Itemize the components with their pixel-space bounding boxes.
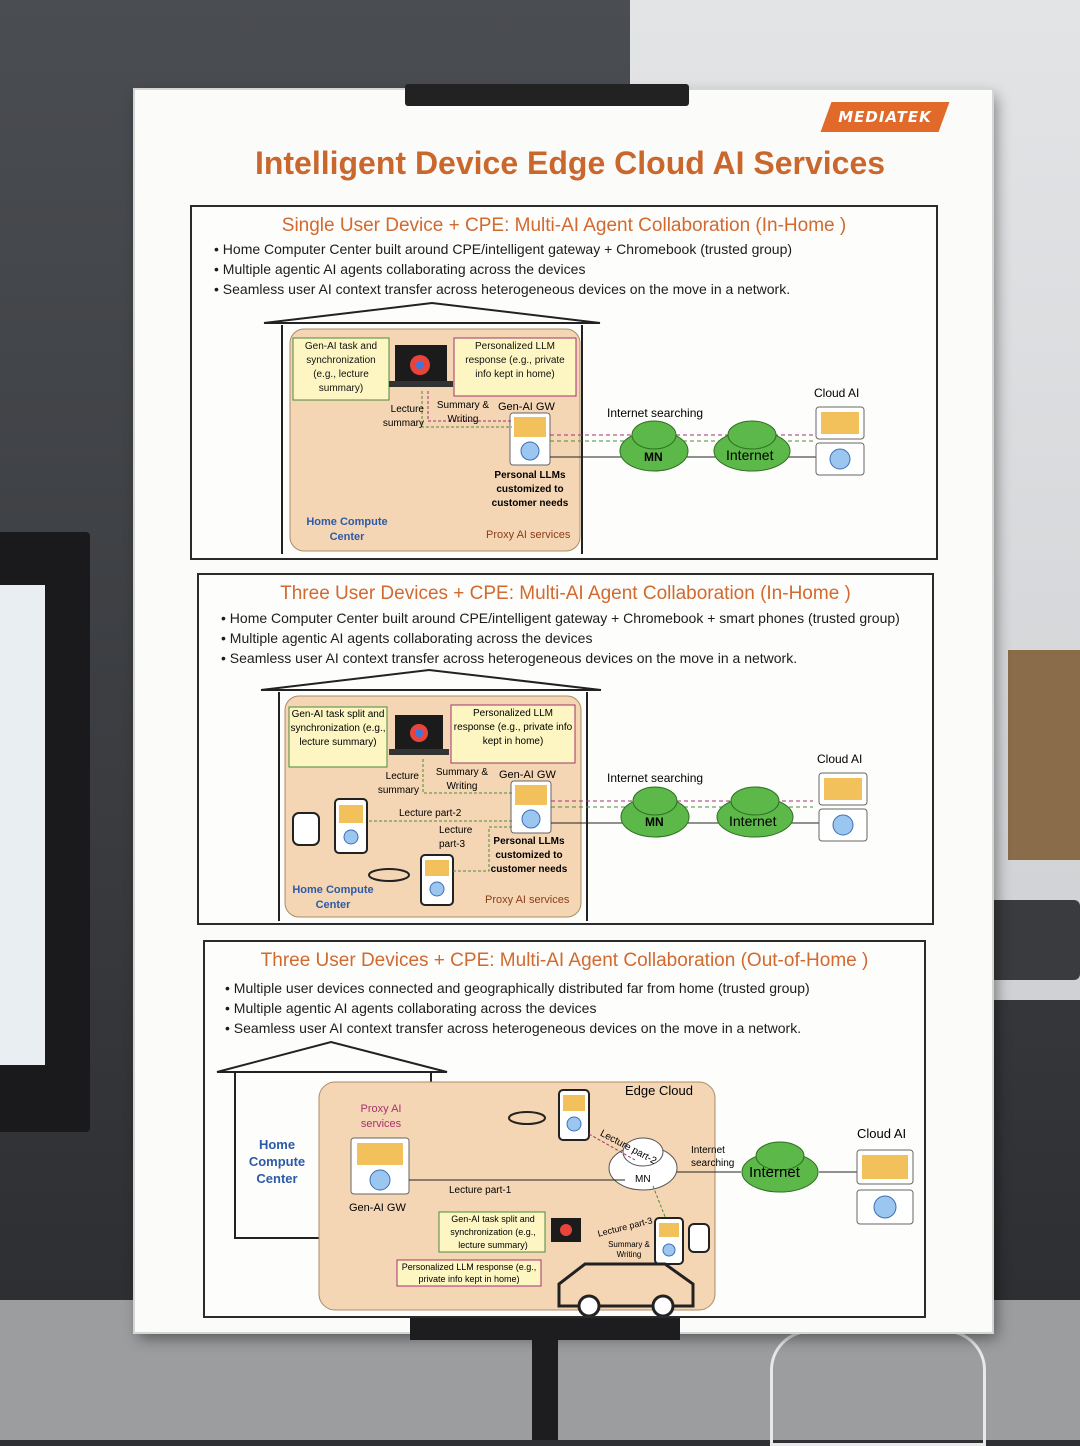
internet-searching-label: Internet searching	[607, 406, 704, 420]
panel-diagram: Gen-AI task split and synchronization (e…	[260, 668, 868, 921]
panel-bullets: Multiple user devices connected and geog…	[225, 978, 810, 1038]
bullet: Home Computer Center built around CPE/in…	[221, 608, 900, 628]
side-monitor-screen	[0, 585, 45, 1065]
panel-title: Three User Devices + CPE: Multi-AI Agent…	[260, 950, 869, 971]
panel-bullets: Home Computer Center built around CPE/in…	[214, 239, 792, 299]
lecture-part2-label: Lecture part-2	[399, 808, 462, 819]
llm-note	[450, 704, 576, 764]
mn-label: MN	[635, 1174, 651, 1185]
easel-top-clip	[405, 84, 689, 106]
flow-arrow	[588, 1133, 636, 1161]
cardboard-boxes	[1008, 650, 1080, 860]
gw-label: Gen-AI GW	[498, 401, 555, 413]
smartwatch-icon	[688, 1223, 710, 1253]
internet-label: Internet	[729, 813, 777, 829]
bullet: Multiple agentic AI agents collaborating…	[221, 628, 900, 648]
flow-arrow	[453, 826, 513, 872]
personal-llms-label: Personal LLMs customized to customer nee…	[491, 470, 569, 509]
logo-text: MEDIATEK	[838, 108, 932, 126]
house-roof	[263, 301, 601, 324]
cloud-ai-label: Cloud AI	[814, 386, 860, 400]
task-note	[438, 1211, 546, 1253]
cloud-ai-label: Cloud AI	[817, 752, 863, 766]
summary-writing-label: Summary & Writing	[436, 400, 490, 425]
summary-writing-label: Summary & Writing	[435, 767, 489, 792]
bullet: Home Computer Center built around CPE/in…	[214, 239, 792, 259]
lecture-part1-label: Lecture part-1	[449, 1185, 512, 1196]
panel-three-devices-in-home: Three User Devices + CPE: Multi-AI Agent…	[197, 573, 934, 925]
house-roof	[216, 1040, 448, 1073]
edge-cloud-box	[318, 1081, 716, 1311]
llm-note-text: Personalized LLM response (e.g., private…	[401, 1262, 537, 1284]
proxy-label: Proxy AI services	[486, 529, 571, 541]
smartwatch-icon	[292, 812, 320, 846]
house-roof	[260, 668, 602, 691]
smart-glasses-icon	[508, 1111, 546, 1125]
internet-label: Internet	[749, 1164, 800, 1181]
llm-note	[453, 337, 577, 397]
personal-llms-label: Personal LLMs customized to customer nee…	[490, 836, 568, 875]
lecture-summary-label: Lecture summary	[382, 404, 424, 429]
proxy-label: Proxy AI services	[360, 1103, 402, 1130]
chair	[770, 1330, 986, 1446]
internet-searching-label: Internet searching	[691, 1145, 735, 1169]
task-note-text: Gen-AI task split and synchronization (e…	[290, 709, 386, 748]
easel-leg	[532, 1340, 558, 1440]
lecture-summary-label: Lecture summary	[377, 771, 419, 796]
internet-searching-label: Internet searching	[607, 771, 704, 785]
chrome-icon	[560, 1224, 572, 1236]
panel-diagram: Gen-AI task split and synchronization (e…	[216, 1040, 914, 1316]
bullet: Multiple agentic AI agents collaborating…	[214, 259, 792, 279]
cloud-ai-label: Cloud AI	[857, 1126, 907, 1141]
mn-label: MN	[644, 450, 663, 464]
summary-writing-label: Summary & Writing	[608, 1240, 650, 1259]
poster-title: Intelligent Device Edge Cloud AI Service…	[254, 145, 886, 181]
home-center-label: Home Compute Center	[306, 516, 388, 543]
lecture-part3-label: Lecture part-3	[439, 825, 473, 850]
llm-note	[396, 1259, 542, 1287]
panel-diagram: Gen-AI task and synchronization (e.g., l…	[263, 301, 865, 554]
task-note-text: Gen-AI task and synchronization (e.g., l…	[304, 341, 378, 394]
proxy-label: Proxy AI services	[485, 894, 570, 906]
panel-bullets: Home Computer Center built around CPE/in…	[221, 608, 900, 668]
bullet: Seamless user AI context transfer across…	[214, 279, 792, 299]
gw-label: Gen-AI GW	[349, 1202, 406, 1214]
bullet: Multiple agentic AI agents collaborating…	[225, 998, 810, 1018]
flow-arrow	[421, 391, 512, 428]
task-note	[292, 337, 390, 401]
internet-label: Internet	[726, 447, 774, 463]
panel-title: Single User Device + CPE: Multi-AI Agent…	[281, 215, 847, 236]
llm-note-text: Personalized LLM response (e.g., private…	[465, 341, 565, 380]
edge-cloud-label: Edge Cloud	[625, 1083, 693, 1098]
mn-label: MN	[645, 815, 664, 829]
bullet: Multiple user devices connected and geog…	[225, 978, 810, 998]
task-note	[288, 706, 388, 768]
panel-three-devices-out-of-home: Three User Devices + CPE: Multi-AI Agent…	[203, 940, 926, 1318]
panel-title: Three User Devices + CPE: Multi-AI Agent…	[280, 583, 851, 604]
task-note-text: Gen-AI task split and synchronization (e…	[450, 1214, 536, 1250]
easel-ledge	[410, 1318, 680, 1340]
gw-label: Gen-AI GW	[499, 769, 556, 781]
car-icon	[557, 1262, 695, 1308]
panel-single-device: Single User Device + CPE: Multi-AI Agent…	[190, 205, 938, 560]
bullet: Seamless user AI context transfer across…	[221, 648, 900, 668]
home-center-label: Home Compute Center	[248, 1137, 306, 1186]
flow-arrow	[422, 759, 513, 794]
smart-glasses-icon	[368, 868, 410, 882]
bullet: Seamless user AI context transfer across…	[225, 1018, 810, 1038]
llm-note-text: Personalized LLM response (e.g., private…	[453, 708, 573, 747]
home-center-label: Home Compute Center	[292, 884, 374, 911]
flow-arrow	[427, 391, 512, 422]
house-walls	[281, 325, 583, 554]
mediatek-logo: MEDIATEK	[820, 102, 950, 132]
